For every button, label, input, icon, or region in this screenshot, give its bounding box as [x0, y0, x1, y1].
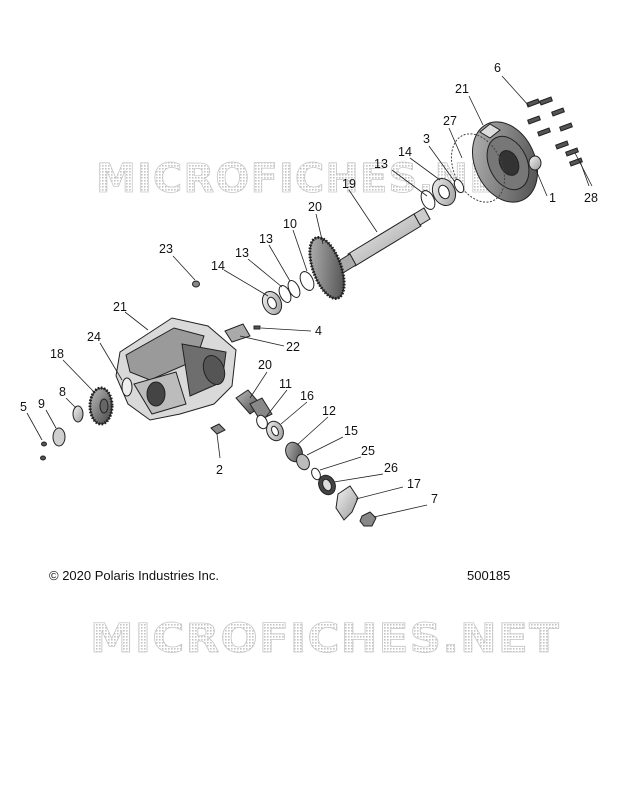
- callout-4: 4: [315, 324, 322, 338]
- ring-11: [256, 414, 268, 430]
- callout-26: 26: [384, 461, 398, 475]
- pin-4: [253, 325, 261, 330]
- callout-25: 25: [361, 444, 375, 458]
- copyright-notice: © 2020 Polaris Industries Inc.: [49, 568, 219, 583]
- bearing-8: [72, 405, 84, 423]
- shim-10: [299, 271, 315, 291]
- screw-23: [192, 280, 200, 288]
- pinion-20-lower: [235, 389, 273, 421]
- callout-13-mid-b: 13: [235, 246, 249, 260]
- callout-17: 17: [407, 477, 421, 491]
- leader-lines: [26, 75, 593, 518]
- ring-gear-20-upper: [308, 236, 346, 300]
- ring-25: [311, 467, 321, 481]
- bolts-6: [526, 96, 583, 167]
- shaft-19: [331, 207, 431, 277]
- yoke-17: [335, 485, 359, 521]
- callout-11: 11: [279, 377, 292, 391]
- watermark-bottom: MICROFICHES.NET: [90, 616, 560, 662]
- callout-23: 23: [159, 242, 173, 256]
- drawing-number: 500185: [467, 568, 511, 583]
- callout-16: 16: [300, 389, 314, 403]
- callout-6: 6: [494, 61, 501, 75]
- callout-20-lower: 20: [258, 358, 272, 372]
- callout-27: 27: [443, 114, 457, 128]
- housing-21: [115, 317, 237, 421]
- nut-7: [359, 511, 377, 527]
- callout-21-top: 21: [455, 82, 469, 96]
- callout-14-top: 14: [398, 145, 412, 159]
- gear-18: [88, 386, 114, 426]
- callout-10: 10: [283, 217, 297, 231]
- bearing-14-upper: [431, 177, 457, 207]
- callout-9: 9: [38, 397, 45, 411]
- seal-26: [318, 474, 336, 496]
- bearing-14-lower: [261, 290, 283, 316]
- callout-19: 19: [342, 177, 356, 191]
- callout-28: 28: [584, 191, 598, 205]
- callout-24: 24: [87, 330, 101, 344]
- end-cover-21: [472, 121, 538, 203]
- shims-13-middle: [278, 280, 301, 303]
- callout-8: 8: [59, 385, 66, 399]
- plug-1: [528, 155, 542, 171]
- callout-3: 3: [423, 132, 430, 146]
- cover-9: [52, 427, 66, 447]
- shim-13-upper: [420, 190, 436, 210]
- seal-24: [121, 377, 133, 397]
- callout-labels: 6 21 27 3 14 13 19 1 28 20 10 13 13 23 1…: [20, 61, 598, 506]
- callout-1: 1: [549, 191, 556, 205]
- oring-27: [450, 133, 506, 203]
- ring-3: [453, 178, 465, 194]
- callout-12: 12: [322, 404, 336, 418]
- plug-2: [210, 423, 226, 435]
- callout-14-mid: 14: [211, 259, 225, 273]
- callout-15: 15: [344, 424, 358, 438]
- bracket-22: [224, 323, 251, 343]
- callout-18: 18: [50, 347, 64, 361]
- callout-21-housing: 21: [113, 300, 127, 314]
- callout-20-top: 20: [308, 200, 322, 214]
- screws-5: [40, 441, 47, 461]
- spacer-15: [296, 453, 310, 471]
- callout-2: 2: [216, 463, 223, 477]
- bearing-16: [266, 420, 284, 442]
- callout-13-top: 13: [374, 157, 388, 171]
- callout-13-mid-a: 13: [259, 232, 273, 246]
- callout-7: 7: [431, 492, 438, 506]
- watermark-top: MICROFICHES.NET: [96, 156, 526, 202]
- callout-22: 22: [286, 340, 300, 354]
- callout-5: 5: [20, 400, 27, 414]
